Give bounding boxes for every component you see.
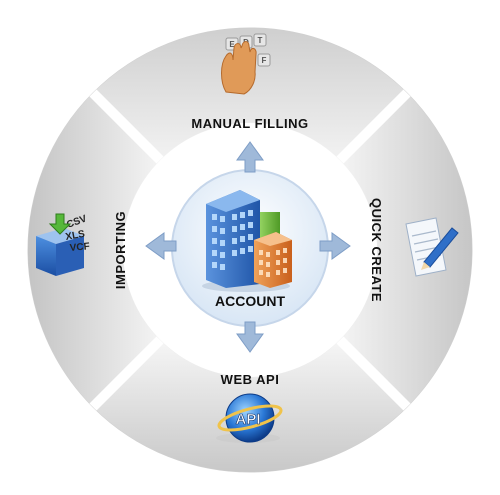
api-badge: API [235,411,260,428]
hand-keyboard-icon: E D T F [221,33,271,95]
key-label: F [262,56,267,65]
key-label: E [229,40,235,49]
import-box-icon: CSV XLS VCF [36,213,90,276]
document-pen-icon [405,217,459,277]
account-label: ACCOUNT [215,293,285,309]
segment-importing[interactable] [27,93,161,407]
segment-quick-create[interactable] [340,93,473,407]
direction-arrows [145,141,351,353]
key-label: T [258,36,263,45]
label-quick-create: QUICK CREATE [369,198,384,302]
arrow-down-icon [236,321,264,353]
office-buildings-icon [202,190,292,292]
format-xls: XLS [65,229,86,243]
label-web-api: WEB API [221,372,280,387]
format-vcf: VCF [69,241,90,254]
label-importing: IMPORTING [113,211,128,289]
arrow-right-icon [319,232,351,260]
arrow-left-icon [145,232,177,260]
label-manual-filling: MANUAL FILLING [191,116,308,131]
download-arrow-icon [48,213,72,235]
segment-manual-filling[interactable] [93,27,407,160]
segment-dividers [89,89,411,411]
api-globe-icon: API [216,393,283,443]
arrow-up-icon [236,141,264,173]
